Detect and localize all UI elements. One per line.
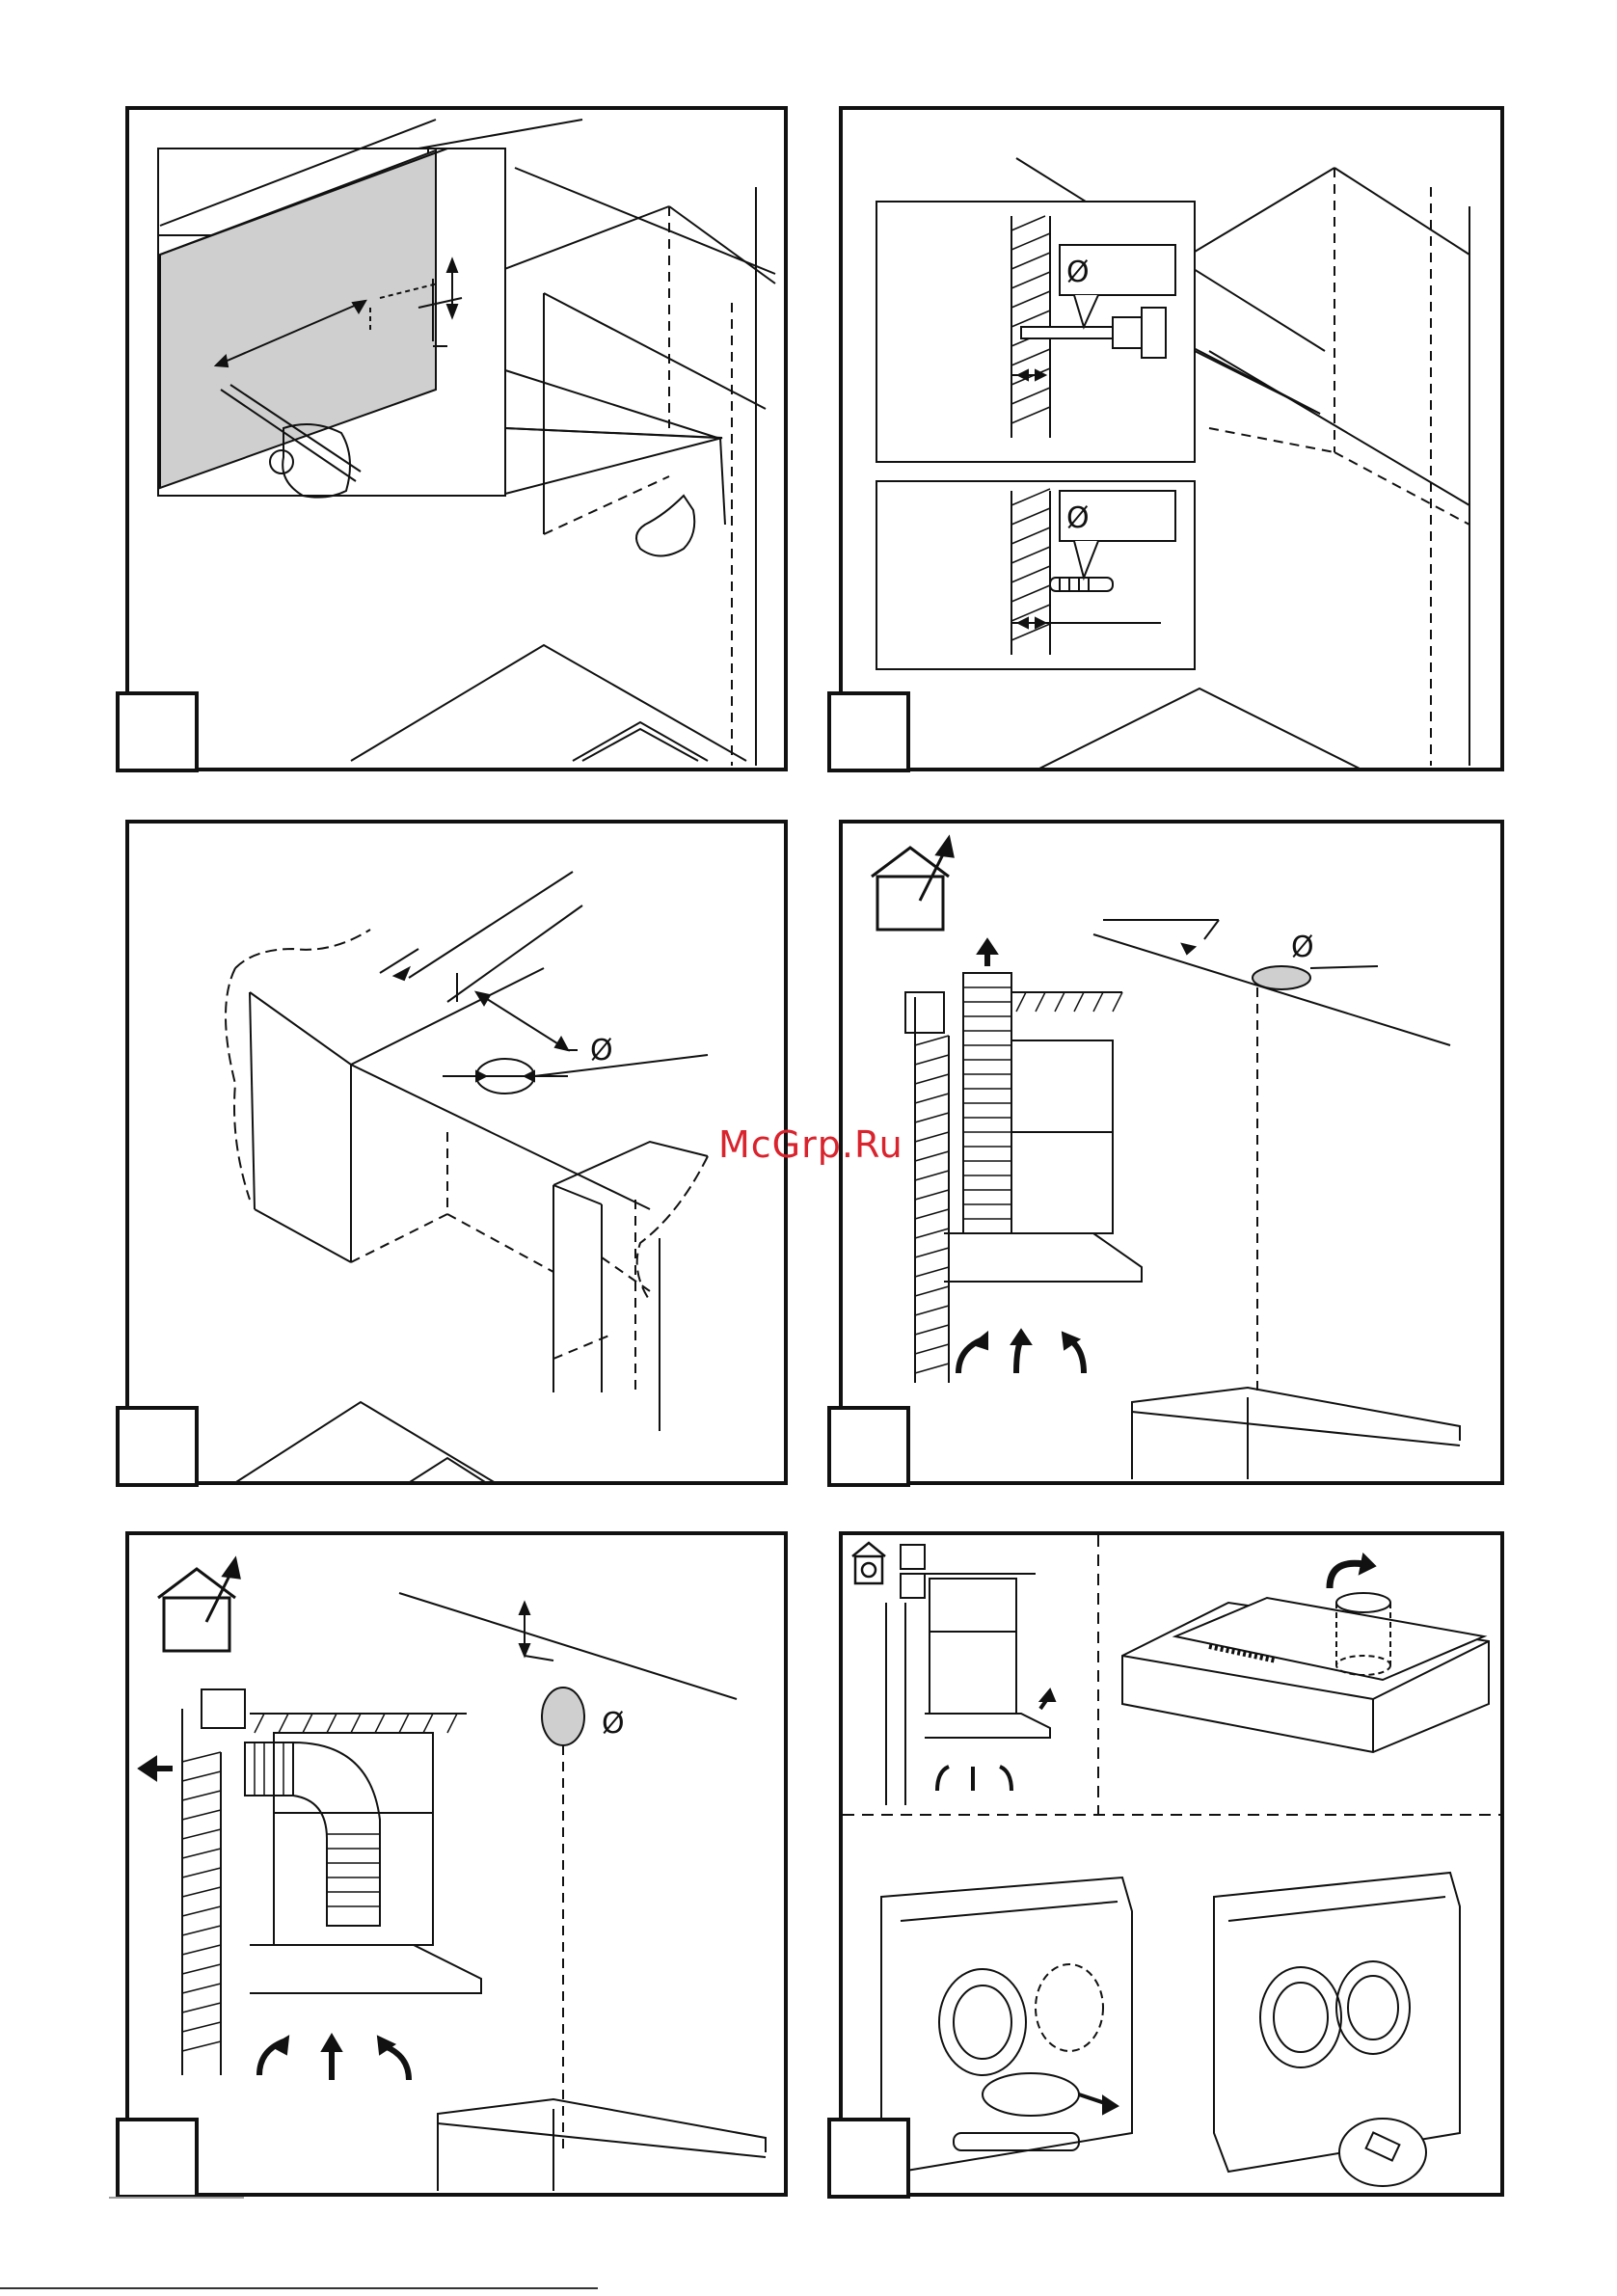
bottom-rule [0, 2287, 598, 2289]
diameter-symbol-cutout: Ø [590, 1034, 613, 1067]
panel-vertical-duct: Ø [839, 820, 1504, 1485]
panel-rear-duct: Ø [125, 1531, 788, 2197]
step-number-box-5 [116, 2118, 199, 2199]
diameter-symbol-drill: Ø [1066, 256, 1090, 289]
vertical-duct-illustration: Ø [843, 824, 1504, 1485]
recirculation-illustration [843, 1535, 1504, 2197]
marking-wall-illustration [129, 110, 788, 771]
cabinet-cutout-illustration: Ø [129, 824, 788, 1485]
diameter-symbol-plug: Ø [1066, 501, 1090, 535]
house-with-exhaust-arrow-icon [872, 838, 953, 930]
panel-marking-wall [125, 106, 788, 771]
panel-drilling: Ø Ø [839, 106, 1504, 771]
panel-recirculation [839, 1531, 1504, 2197]
diameter-symbol-ceiling: Ø [1291, 931, 1314, 964]
panel-cabinet-cutout: Ø [125, 820, 788, 1485]
rear-duct-illustration: Ø [129, 1535, 788, 2197]
step-number-box-4 [827, 1406, 910, 1487]
watermark-text: McGrp.Ru [718, 1123, 903, 1166]
step-number-box-3 [116, 1406, 199, 1487]
step-number-box-1 [116, 691, 199, 772]
step-number-box-6 [827, 2118, 910, 2199]
house-with-recirculation-icon [852, 1543, 885, 1583]
footer-divider [109, 2197, 244, 2199]
step-number-box-2 [827, 691, 910, 772]
house-with-exhaust-arrow-icon [158, 1559, 239, 1651]
diameter-symbol-rear: Ø [602, 1707, 625, 1741]
drilling-illustration: Ø Ø [843, 110, 1504, 771]
